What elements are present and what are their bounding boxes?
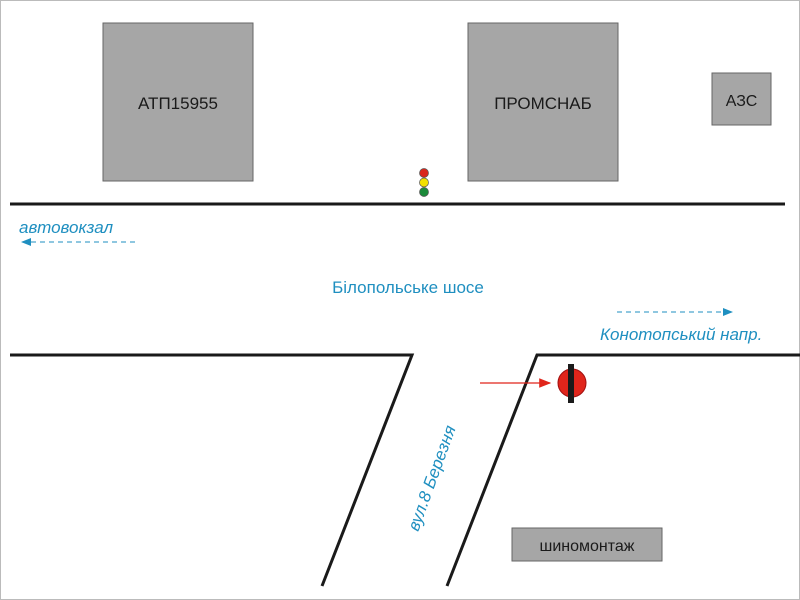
building-azs-label: АЗС (726, 93, 758, 110)
direction-right-label: Конотопський напр. (600, 325, 762, 344)
side-street-label: вул.8 Березня (404, 423, 460, 534)
building-promsnab-label: ПРОМСНАБ (494, 94, 592, 113)
building-tire-label: шиномонтаж (540, 538, 635, 555)
building-azs[interactable]: АЗС (711, 72, 772, 126)
road-edge-southwest (10, 353, 415, 587)
road-edge-southeast (445, 353, 800, 587)
location-marker-icon[interactable] (557, 364, 587, 403)
building-promsnab[interactable]: ПРОМСНАБ (467, 22, 619, 182)
building-tire-service[interactable]: шиномонтаж (511, 527, 663, 562)
building-atp-label: АТП15955 (138, 94, 218, 113)
traffic-light-icon (419, 168, 429, 197)
building-atp[interactable]: АТП15955 (102, 22, 254, 182)
direction-left-label: автовокзал (19, 218, 114, 237)
main-road-label: Білопольське шосе (332, 278, 484, 297)
